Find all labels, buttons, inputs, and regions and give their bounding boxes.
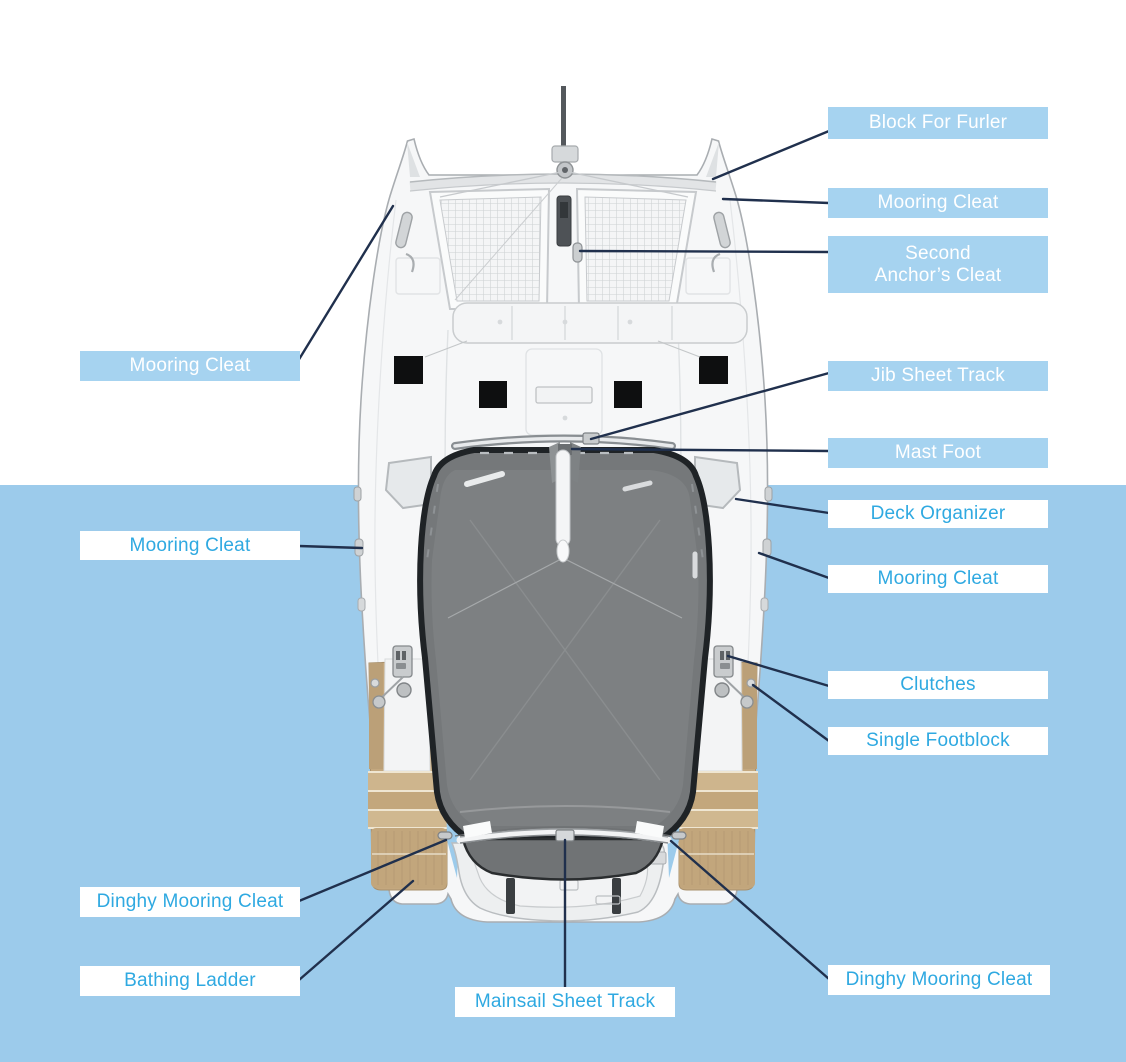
label-block-for-furler: Block For Furler: [828, 107, 1048, 139]
label-bathing-ladder: Bathing Ladder: [80, 966, 300, 996]
leader-block-for-furler: [711, 129, 831, 181]
anchor-windlass: [439, 145, 689, 301]
leader-jib-sheet-track: [589, 371, 831, 441]
leader-single-footblock: [751, 683, 831, 743]
label-clutches: Clutches: [828, 671, 1048, 699]
leader-mooring-cleat-right-mid: [757, 551, 831, 580]
label-dinghy-mooring-cleat-right: Dinghy Mooring Cleat: [828, 965, 1050, 995]
trampoline-right: [575, 187, 698, 310]
label-dinghy-mooring-cleat-left: Dinghy Mooring Cleat: [80, 887, 300, 917]
leader-clutches: [726, 654, 831, 688]
foredeck-bench: [452, 302, 748, 344]
boom: [555, 449, 571, 563]
leader-lines: [296, 129, 831, 990]
center-deck-hatch: [535, 386, 593, 404]
label-mooring-cleat-right-top: Mooring Cleat: [828, 188, 1048, 218]
leader-bathing-ladder: [297, 879, 415, 982]
label-mooring-cleat-right-mid: Mooring Cleat: [828, 565, 1048, 593]
label-single-footblock: Single Footblock: [828, 727, 1048, 755]
trampoline-left: [428, 187, 551, 310]
deck-hatches: [394, 340, 728, 408]
coachroof: [417, 447, 713, 842]
label-mooring-cleat-left-top: Mooring Cleat: [80, 351, 300, 381]
label-mainsail-sheet-track: Mainsail Sheet Track: [455, 987, 675, 1017]
label-mooring-cleat-left-mid: Mooring Cleat: [80, 531, 300, 560]
label-deck-organizer: Deck Organizer: [828, 500, 1048, 528]
leader-mooring-cleat-left-mid: [297, 544, 364, 550]
leader-dinghy-mooring-cleat-left: [297, 838, 448, 903]
leader-mooring-cleat-left-top: [296, 204, 395, 363]
label-second-anchors-cleat-line2: Anchor’s Cleat: [874, 264, 1002, 286]
dinghy-cleat-right: [671, 831, 687, 840]
label-mast-foot: Mast Foot: [828, 438, 1048, 468]
label-second-anchors-cleat-line1: Second: [905, 242, 971, 264]
label-jib-sheet-track: Jib Sheet Track: [828, 361, 1048, 391]
leader-mooring-cleat-right-top: [721, 197, 831, 205]
label-second-anchors-cleat: Second Anchor’s Cleat: [828, 236, 1048, 293]
forestay-line: [561, 86, 566, 156]
catamaran: [353, 86, 773, 923]
leader-mast-foot: [570, 447, 831, 453]
leader-second-anchors-cleat: [578, 249, 831, 254]
dinghy-cleat-left: [437, 831, 453, 840]
leader-dinghy-mooring-cleat-right: [669, 839, 831, 981]
leader-deck-organizer: [734, 497, 831, 515]
aft-cockpit: [461, 837, 665, 881]
second-anchor-cleat: [572, 242, 583, 263]
